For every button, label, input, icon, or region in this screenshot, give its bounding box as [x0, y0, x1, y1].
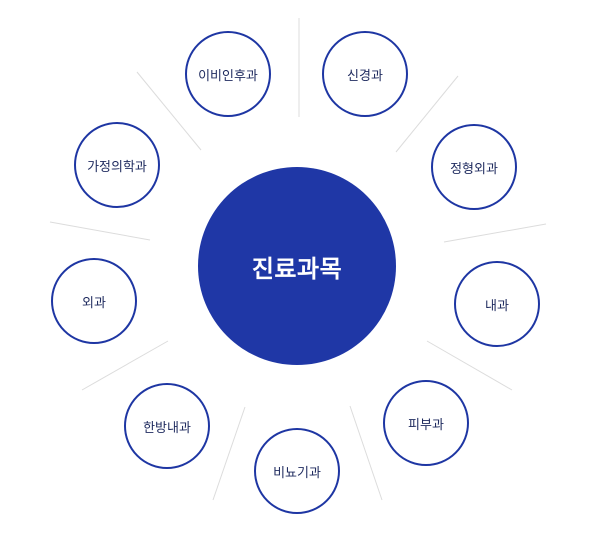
department-label: 가정의학과 [87, 159, 147, 175]
spoke-line-top-right [395, 75, 459, 153]
spoke-line-bottom-right-2 [349, 405, 383, 501]
department-internal-medicine-node[interactable]: 내과 [454, 261, 540, 347]
department-label: 비뇨기과 [273, 465, 321, 481]
spoke-line-right [443, 223, 547, 243]
department-dermatology-node[interactable]: 피부과 [383, 380, 469, 466]
department-surgery-node[interactable]: 외과 [51, 258, 137, 344]
spoke-line-bottom-left [81, 340, 169, 391]
department-label: 이비인후과 [198, 68, 258, 84]
department-oriental-internal-medicine-node[interactable]: 한방내과 [124, 383, 210, 469]
department-label: 정형외과 [450, 161, 498, 177]
department-label: 피부과 [408, 417, 444, 433]
center-title: 진료과목 [251, 254, 343, 283]
spoke-line-left [49, 221, 151, 241]
department-label: 신경과 [347, 68, 383, 84]
center-circle: 진료과목 [198, 167, 396, 365]
department-family-medicine-node[interactable]: 가정의학과 [74, 122, 160, 208]
department-label: 외과 [82, 295, 106, 311]
spoke-line-bottom-left-2 [212, 406, 246, 501]
department-urology-node[interactable]: 비뇨기과 [254, 428, 340, 514]
spoke-line-top-left [136, 71, 202, 151]
department-orthopedics-node[interactable]: 정형외과 [431, 124, 517, 210]
department-label: 내과 [485, 298, 509, 314]
spoke-line-bottom-right [426, 340, 513, 391]
department-neurology-node[interactable]: 신경과 [322, 31, 408, 117]
department-ent-node[interactable]: 이비인후과 [185, 31, 271, 117]
department-label: 한방내과 [143, 420, 191, 436]
